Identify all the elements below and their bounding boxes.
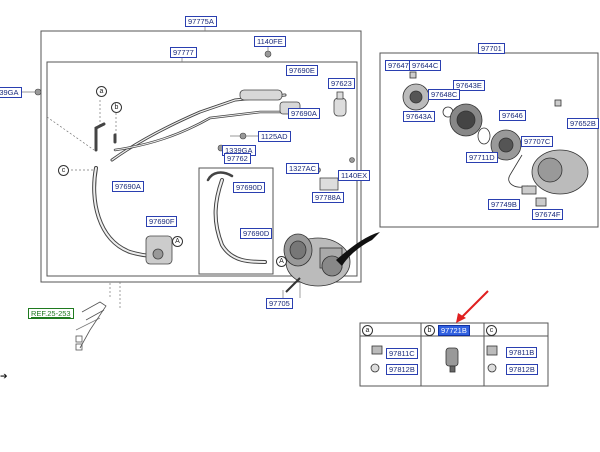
label-97623: 97623: [328, 78, 355, 89]
detail-header-b: b: [424, 325, 435, 336]
detail-header-c: c: [486, 325, 497, 336]
label-97711d: 97711D: [466, 152, 498, 163]
label-97690e: 97690E: [286, 65, 318, 76]
label-97788a: 97788A: [312, 192, 344, 203]
label-97749b: 97749B: [488, 199, 520, 210]
callout-A-right: A: [276, 256, 287, 267]
frame-hose-d: [198, 167, 274, 275]
label-1140fe: 1140FE: [254, 36, 286, 47]
label-97647: 97647: [385, 60, 412, 71]
compressor-shape: [283, 233, 351, 287]
label-1140ex: 1140EX: [338, 170, 371, 181]
label-97812b-c: 97812B: [506, 364, 538, 375]
label-97707c: 97707C: [521, 136, 554, 147]
label-97762: 97762: [224, 153, 251, 164]
label-1125ad: 1125AD: [258, 131, 291, 142]
label-97646: 97646: [499, 110, 526, 121]
callout-c: c: [58, 165, 69, 176]
label-97652b: 97652B: [567, 118, 599, 129]
left-edge-arrow-icon: ➔: [0, 372, 8, 382]
label-97643a: 97643A: [403, 111, 435, 122]
label-97690a-top: 97690A: [288, 108, 320, 119]
label-97690f: 97690F: [146, 216, 178, 227]
frame-97777: [46, 61, 358, 277]
label-97674f: 97674F: [532, 209, 564, 220]
label-97701: 97701: [478, 43, 505, 54]
label-97690d-bottom: 97690D: [240, 228, 273, 239]
sensor-shape: [333, 91, 347, 117]
frame-97775a: [40, 30, 362, 283]
callout-b: b: [111, 102, 122, 113]
label-97721b[interactable]: 97721B: [438, 325, 470, 336]
callout-A-left: A: [172, 236, 183, 247]
ref-link[interactable]: REF.25-253: [28, 308, 74, 319]
label-97643e: 97643E: [453, 80, 485, 91]
label-97705: 97705: [266, 298, 293, 309]
label-97690d-top: 97690D: [233, 182, 266, 193]
label-1339ga-left: 1339GA: [0, 87, 22, 98]
label-97811b: 97811B: [506, 347, 538, 358]
label-97811c: 97811C: [386, 348, 418, 359]
label-97812b-a: 97812B: [386, 364, 418, 375]
label-97690a-left: 97690A: [112, 181, 144, 192]
label-97775a: 97775A: [185, 16, 217, 27]
label-97777: 97777: [170, 47, 197, 58]
frame-details: [359, 322, 549, 387]
label-97644c: 97644C: [409, 60, 442, 71]
label-97648c: 97648C: [428, 89, 461, 100]
pointer-arrow: [459, 290, 489, 320]
detail-header-a: a: [362, 325, 373, 336]
callout-a: a: [96, 86, 107, 97]
label-1327ac: 1327AC: [286, 163, 320, 174]
